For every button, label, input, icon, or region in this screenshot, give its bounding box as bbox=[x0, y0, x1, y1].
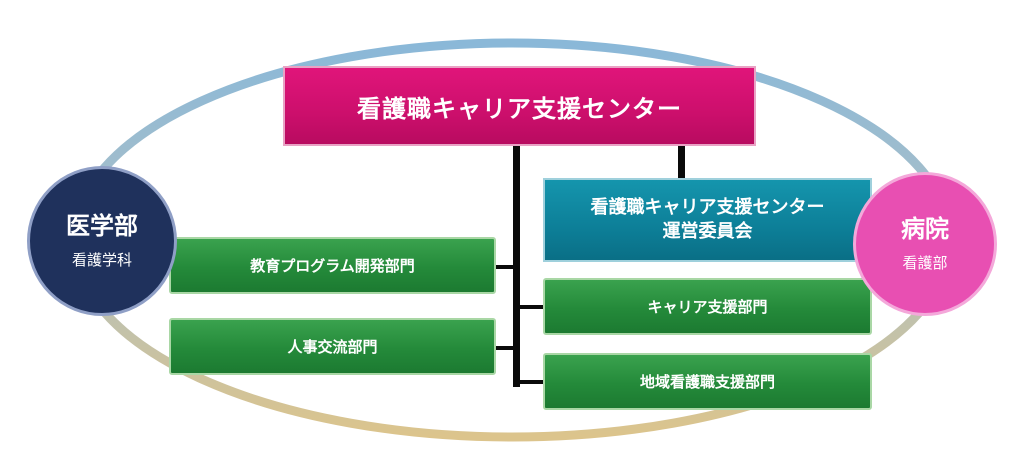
connector-right-2 bbox=[516, 380, 546, 384]
committee-title-line1: 看護職キャリア支援センター bbox=[590, 196, 825, 218]
department-label: 人事交流部門 bbox=[287, 338, 378, 356]
department-box-regional: 地域看護職支援部門 bbox=[543, 353, 872, 410]
hospital-circle: 病院 看護部 bbox=[853, 172, 997, 316]
committee-box: 看護職キャリア支援センター 運営委員会 bbox=[543, 178, 872, 262]
faculty-subtitle: 看護学科 bbox=[71, 250, 132, 269]
hospital-subtitle: 看護部 bbox=[902, 253, 948, 272]
faculty-title: 医学部 bbox=[66, 212, 138, 241]
department-label: キャリア支援部門 bbox=[647, 298, 768, 316]
department-box-education: 教育プログラム開発部門 bbox=[169, 237, 496, 294]
connector-committee bbox=[678, 146, 685, 178]
committee-title-line2: 運営委員会 bbox=[662, 221, 753, 242]
connector-right-1 bbox=[516, 305, 546, 309]
department-label: 地域看護職支援部門 bbox=[639, 373, 775, 391]
department-box-career: キャリア支援部門 bbox=[543, 278, 872, 335]
hospital-title: 病院 bbox=[901, 215, 949, 244]
connector-left-2 bbox=[494, 346, 520, 350]
department-label: 教育プログラム開発部門 bbox=[250, 257, 415, 275]
center-title: 看護職キャリア支援センター bbox=[357, 94, 682, 123]
center-box: 看護職キャリア支援センター bbox=[283, 66, 756, 146]
faculty-circle: 医学部 看護学科 bbox=[27, 166, 177, 316]
department-box-personnel: 人事交流部門 bbox=[169, 318, 496, 375]
connector-left-1 bbox=[494, 265, 520, 269]
